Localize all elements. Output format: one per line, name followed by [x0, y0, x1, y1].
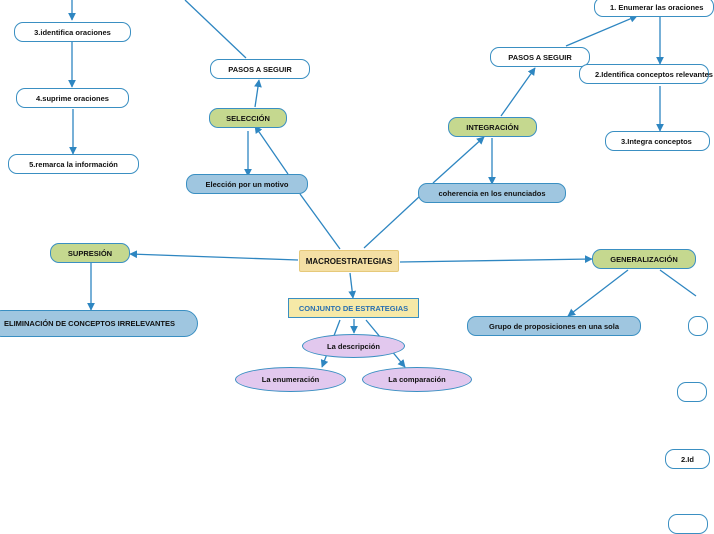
supresion-detail-node[interactable]: ELIMINACIÓN DE CONCEPTOS IRRELEVANTES — [0, 310, 198, 337]
strategy-enumeration-node[interactable]: La enumeración — [235, 367, 346, 392]
seleccion-node[interactable]: SELECCIÓN — [209, 108, 287, 128]
integracion-step-2[interactable]: 2.Identifica conceptos relevantes — [579, 64, 713, 84]
generalizacion-partial-node[interactable] — [688, 316, 708, 336]
integracion-pasos-node[interactable]: PASOS A SEGUIR — [490, 47, 590, 67]
integracion-step-3[interactable]: 3.Integra conceptos — [605, 131, 710, 151]
strategy-comparison-node[interactable]: La comparación — [362, 367, 472, 392]
seleccion-pasos-node[interactable]: PASOS A SEGUIR — [210, 59, 310, 79]
generalizacion-partial-node-3[interactable] — [668, 514, 708, 534]
supresion-step-4[interactable]: 4.suprime oraciones — [16, 88, 129, 108]
generalizacion-step-2-partial[interactable]: 2.Id — [665, 449, 710, 469]
integracion-node[interactable]: INTEGRACIÓN — [448, 117, 537, 137]
seleccion-motivo-node[interactable]: Elección por un motivo — [186, 174, 308, 194]
generalizacion-partial-node-2[interactable] — [677, 382, 707, 402]
central-topic[interactable]: MACROESTRATEGIAS — [299, 250, 399, 272]
generalizacion-node[interactable]: GENERALIZACIÓN — [592, 249, 696, 269]
supresion-node[interactable]: SUPRESIÓN — [50, 243, 130, 263]
supresion-step-5[interactable]: 5.remarca la información — [8, 154, 139, 174]
strategies-set-node[interactable]: CONJUNTO DE ESTRATEGIAS — [288, 298, 419, 318]
supresion-step-3[interactable]: 3.identifica oraciones — [14, 22, 131, 42]
integracion-detail-node[interactable]: coherencia en los enunciados — [418, 183, 566, 203]
strategy-description-node[interactable]: La descripción — [302, 334, 405, 358]
integracion-step-1[interactable]: 1. Enumerar las oraciones — [594, 0, 714, 17]
connector-lines — [68, 0, 697, 368]
generalizacion-detail-node[interactable]: Grupo de proposiciones en una sola — [467, 316, 641, 336]
